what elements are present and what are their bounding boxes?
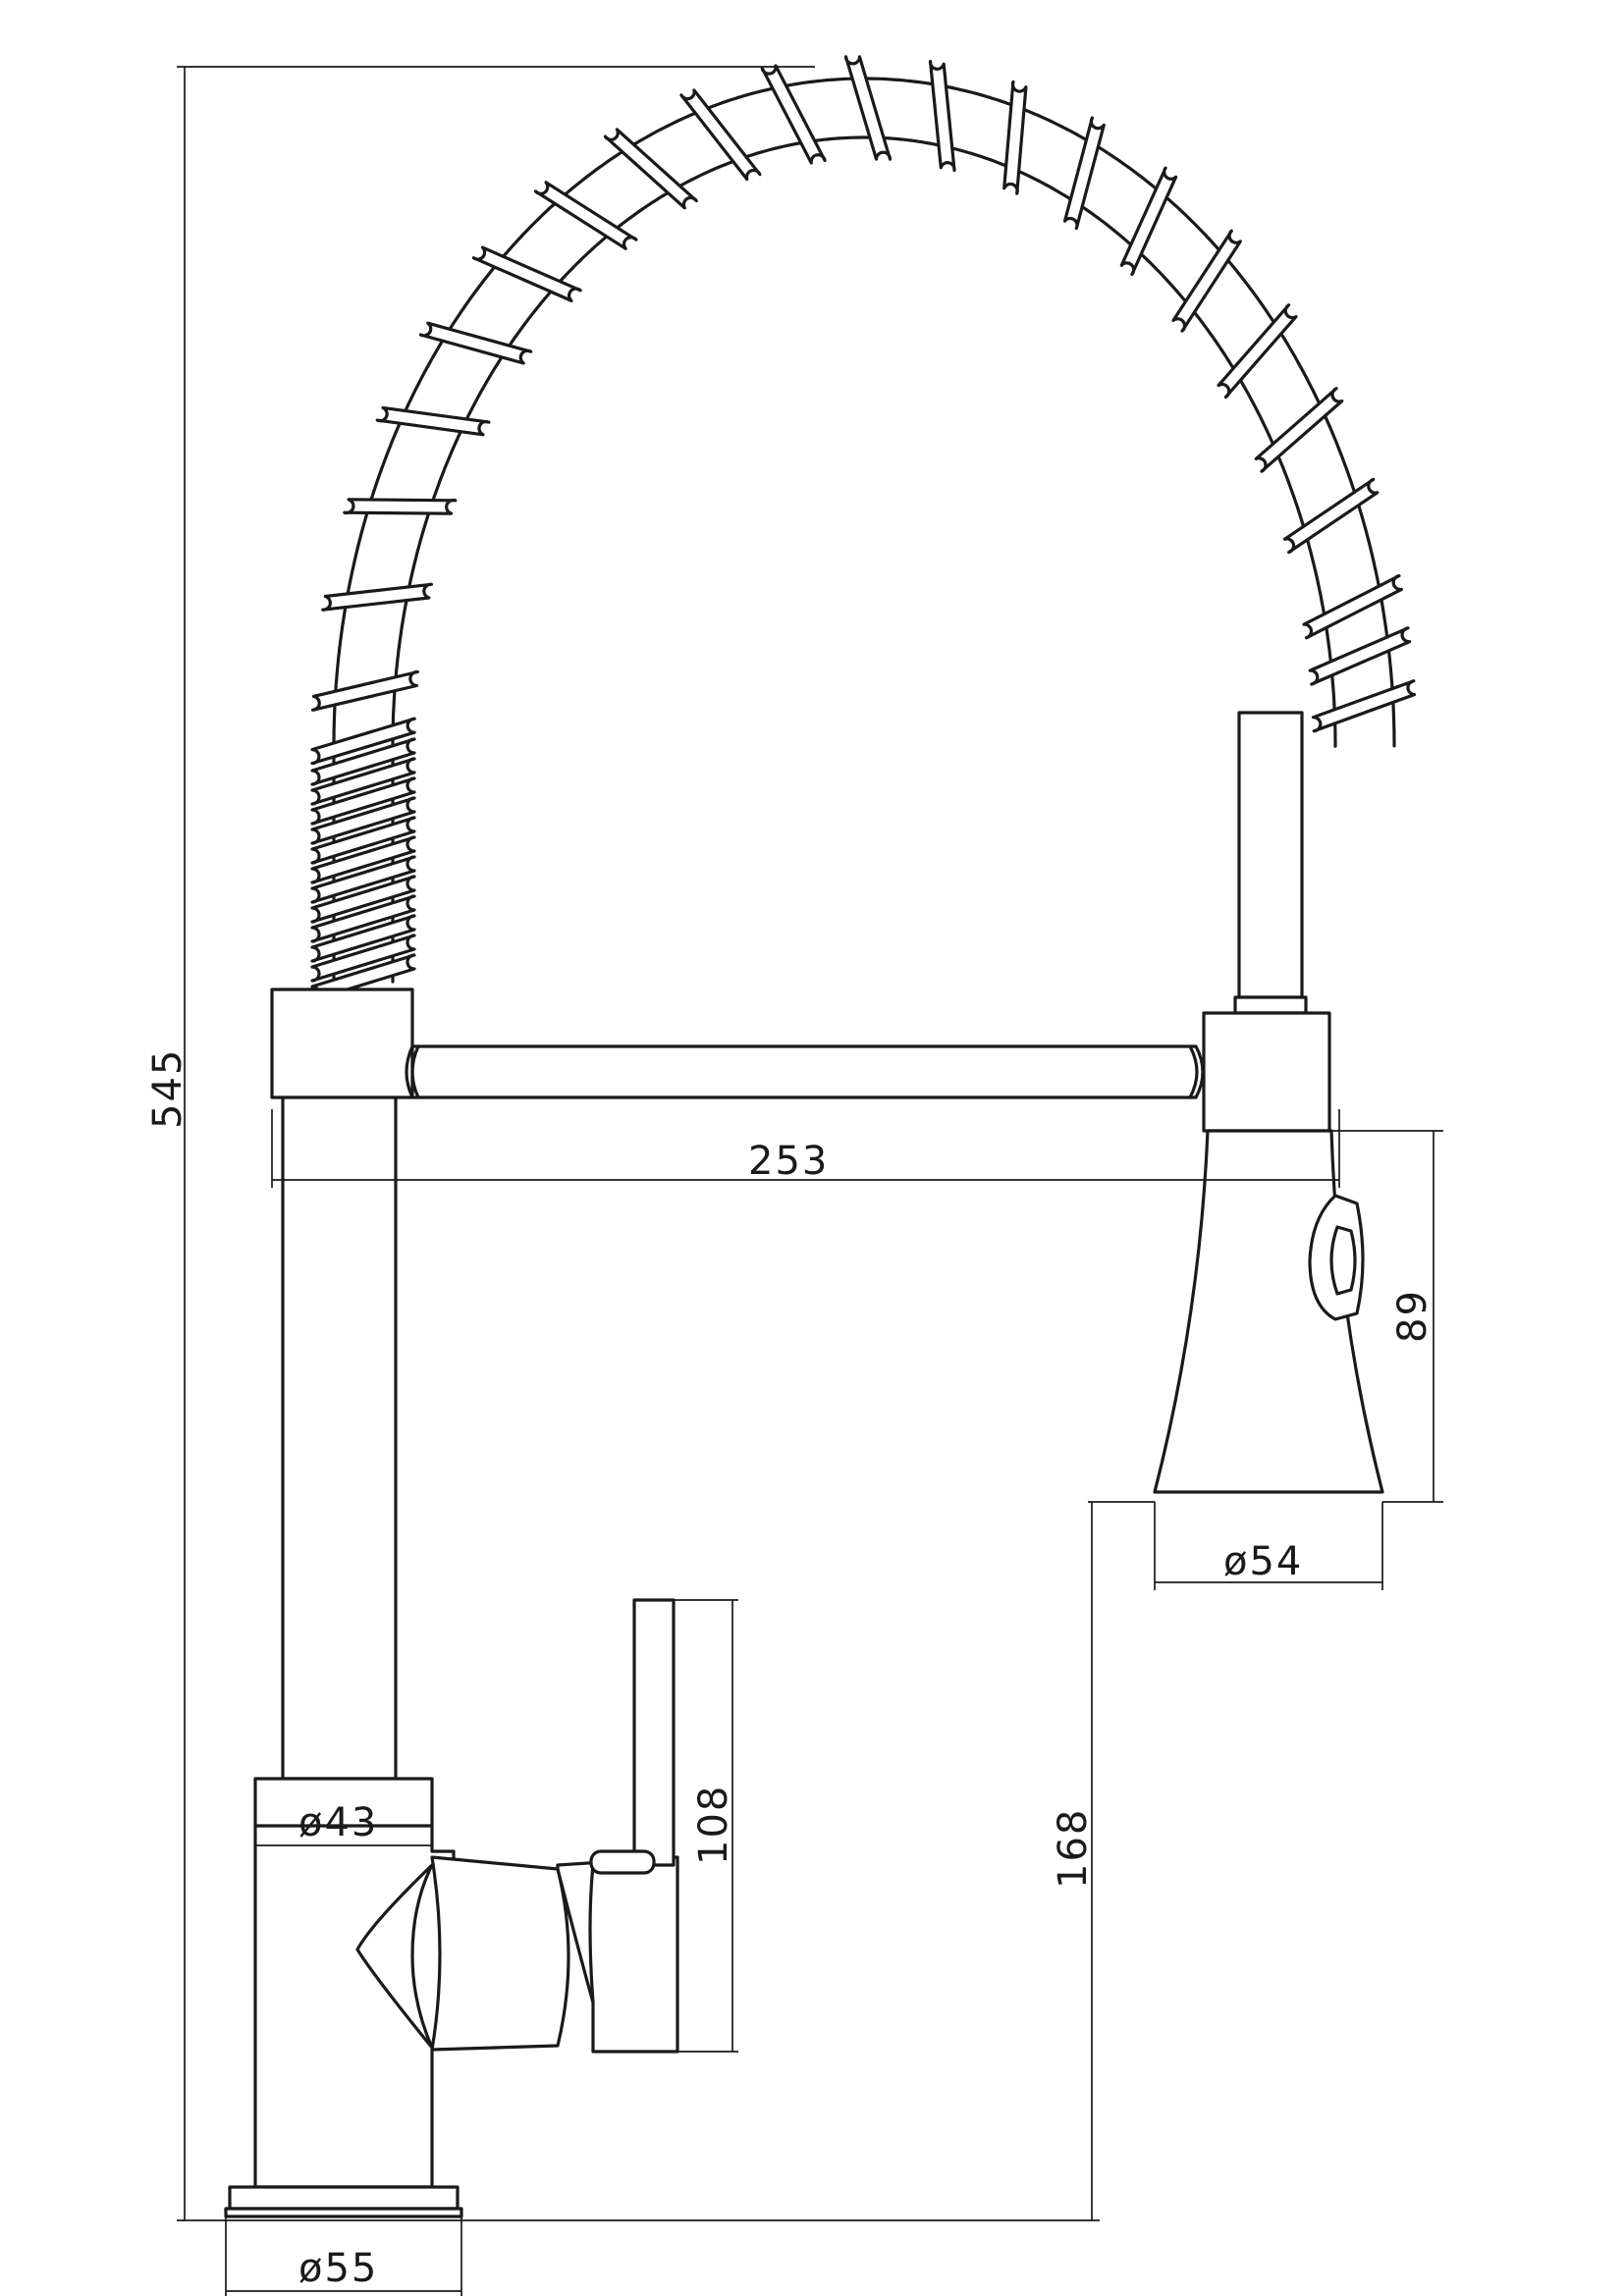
handle-hub: [430, 1855, 679, 2054]
column-collar: [270, 988, 414, 1099]
spring-coil-turn: [760, 64, 827, 165]
spring-coil-turn: [310, 796, 416, 845]
spring-coil-turn: [533, 181, 638, 250]
spring-coil-turn: [1308, 626, 1412, 686]
dim-spray-head-length: 89: [1390, 1289, 1435, 1343]
spring-coil-turn: [310, 737, 416, 786]
spring-coil-turn: [928, 59, 956, 173]
spring-coil-turn: [321, 582, 434, 612]
spring-coil-turn: [1062, 116, 1106, 231]
spout-arm: [405, 1044, 1205, 1099]
hose-tube-edge: [391, 135, 1337, 984]
spray-button-icon: [1308, 1194, 1365, 1321]
lever-handle: [589, 1598, 676, 1875]
spring-coil-turn: [310, 894, 416, 943]
spring-coil-turn: [1282, 477, 1380, 555]
dim-overall-height: 545: [145, 1048, 190, 1129]
spring-coil-turn: [310, 914, 416, 963]
dim-spout-tip-height: 168: [1051, 1808, 1096, 1889]
spring-coil-turn: [310, 717, 416, 766]
spring-coil-turn: [603, 128, 698, 210]
spring-coil-turn: [843, 55, 893, 161]
spring-coil-turn: [1002, 80, 1028, 195]
spring-coil-turn: [1254, 387, 1344, 473]
column: [281, 1078, 398, 1781]
dimension-lines: [177, 66, 1443, 2296]
spring-coil-turn: [679, 88, 762, 182]
spring-coil-turn: [418, 321, 533, 365]
spring-coil: [310, 55, 1417, 1002]
spring-coil-turn: [310, 934, 416, 983]
spring-coil-turn: [343, 498, 458, 515]
mixer-body: [253, 1777, 458, 2189]
dim-body-diameter: ø43: [298, 1800, 378, 1845]
spring-coil-turn: [1171, 229, 1242, 333]
spring-coil-turn: [310, 835, 416, 884]
spray-holder: [1202, 1011, 1331, 1133]
spring-coil-turn: [310, 757, 416, 806]
hose-tube-edge: [332, 77, 1396, 984]
spring-coil-turn: [1302, 574, 1403, 640]
dim-handle-height: 108: [691, 1785, 736, 1865]
base-ring: [224, 2185, 463, 2218]
spring-coil-turn: [1311, 679, 1417, 733]
dim-base-diameter: ø55: [298, 2246, 378, 2291]
spring-coil-turn: [310, 816, 416, 865]
spring-coil-turn: [471, 245, 582, 302]
spring-coil-turn: [1119, 166, 1178, 277]
dim-spray-head-diameter: ø54: [1223, 1539, 1303, 1584]
spring-coil-turn: [310, 855, 416, 904]
spring-coil-turn: [310, 776, 416, 826]
spring-coil-turn: [310, 875, 416, 924]
hose-pipe: [1233, 711, 1308, 1015]
spring-coil-turn: [375, 405, 491, 437]
spring-coil-turn: [1217, 303, 1298, 400]
spring-coil-turn: [310, 669, 419, 712]
dim-spout-reach: 253: [748, 1139, 829, 1184]
